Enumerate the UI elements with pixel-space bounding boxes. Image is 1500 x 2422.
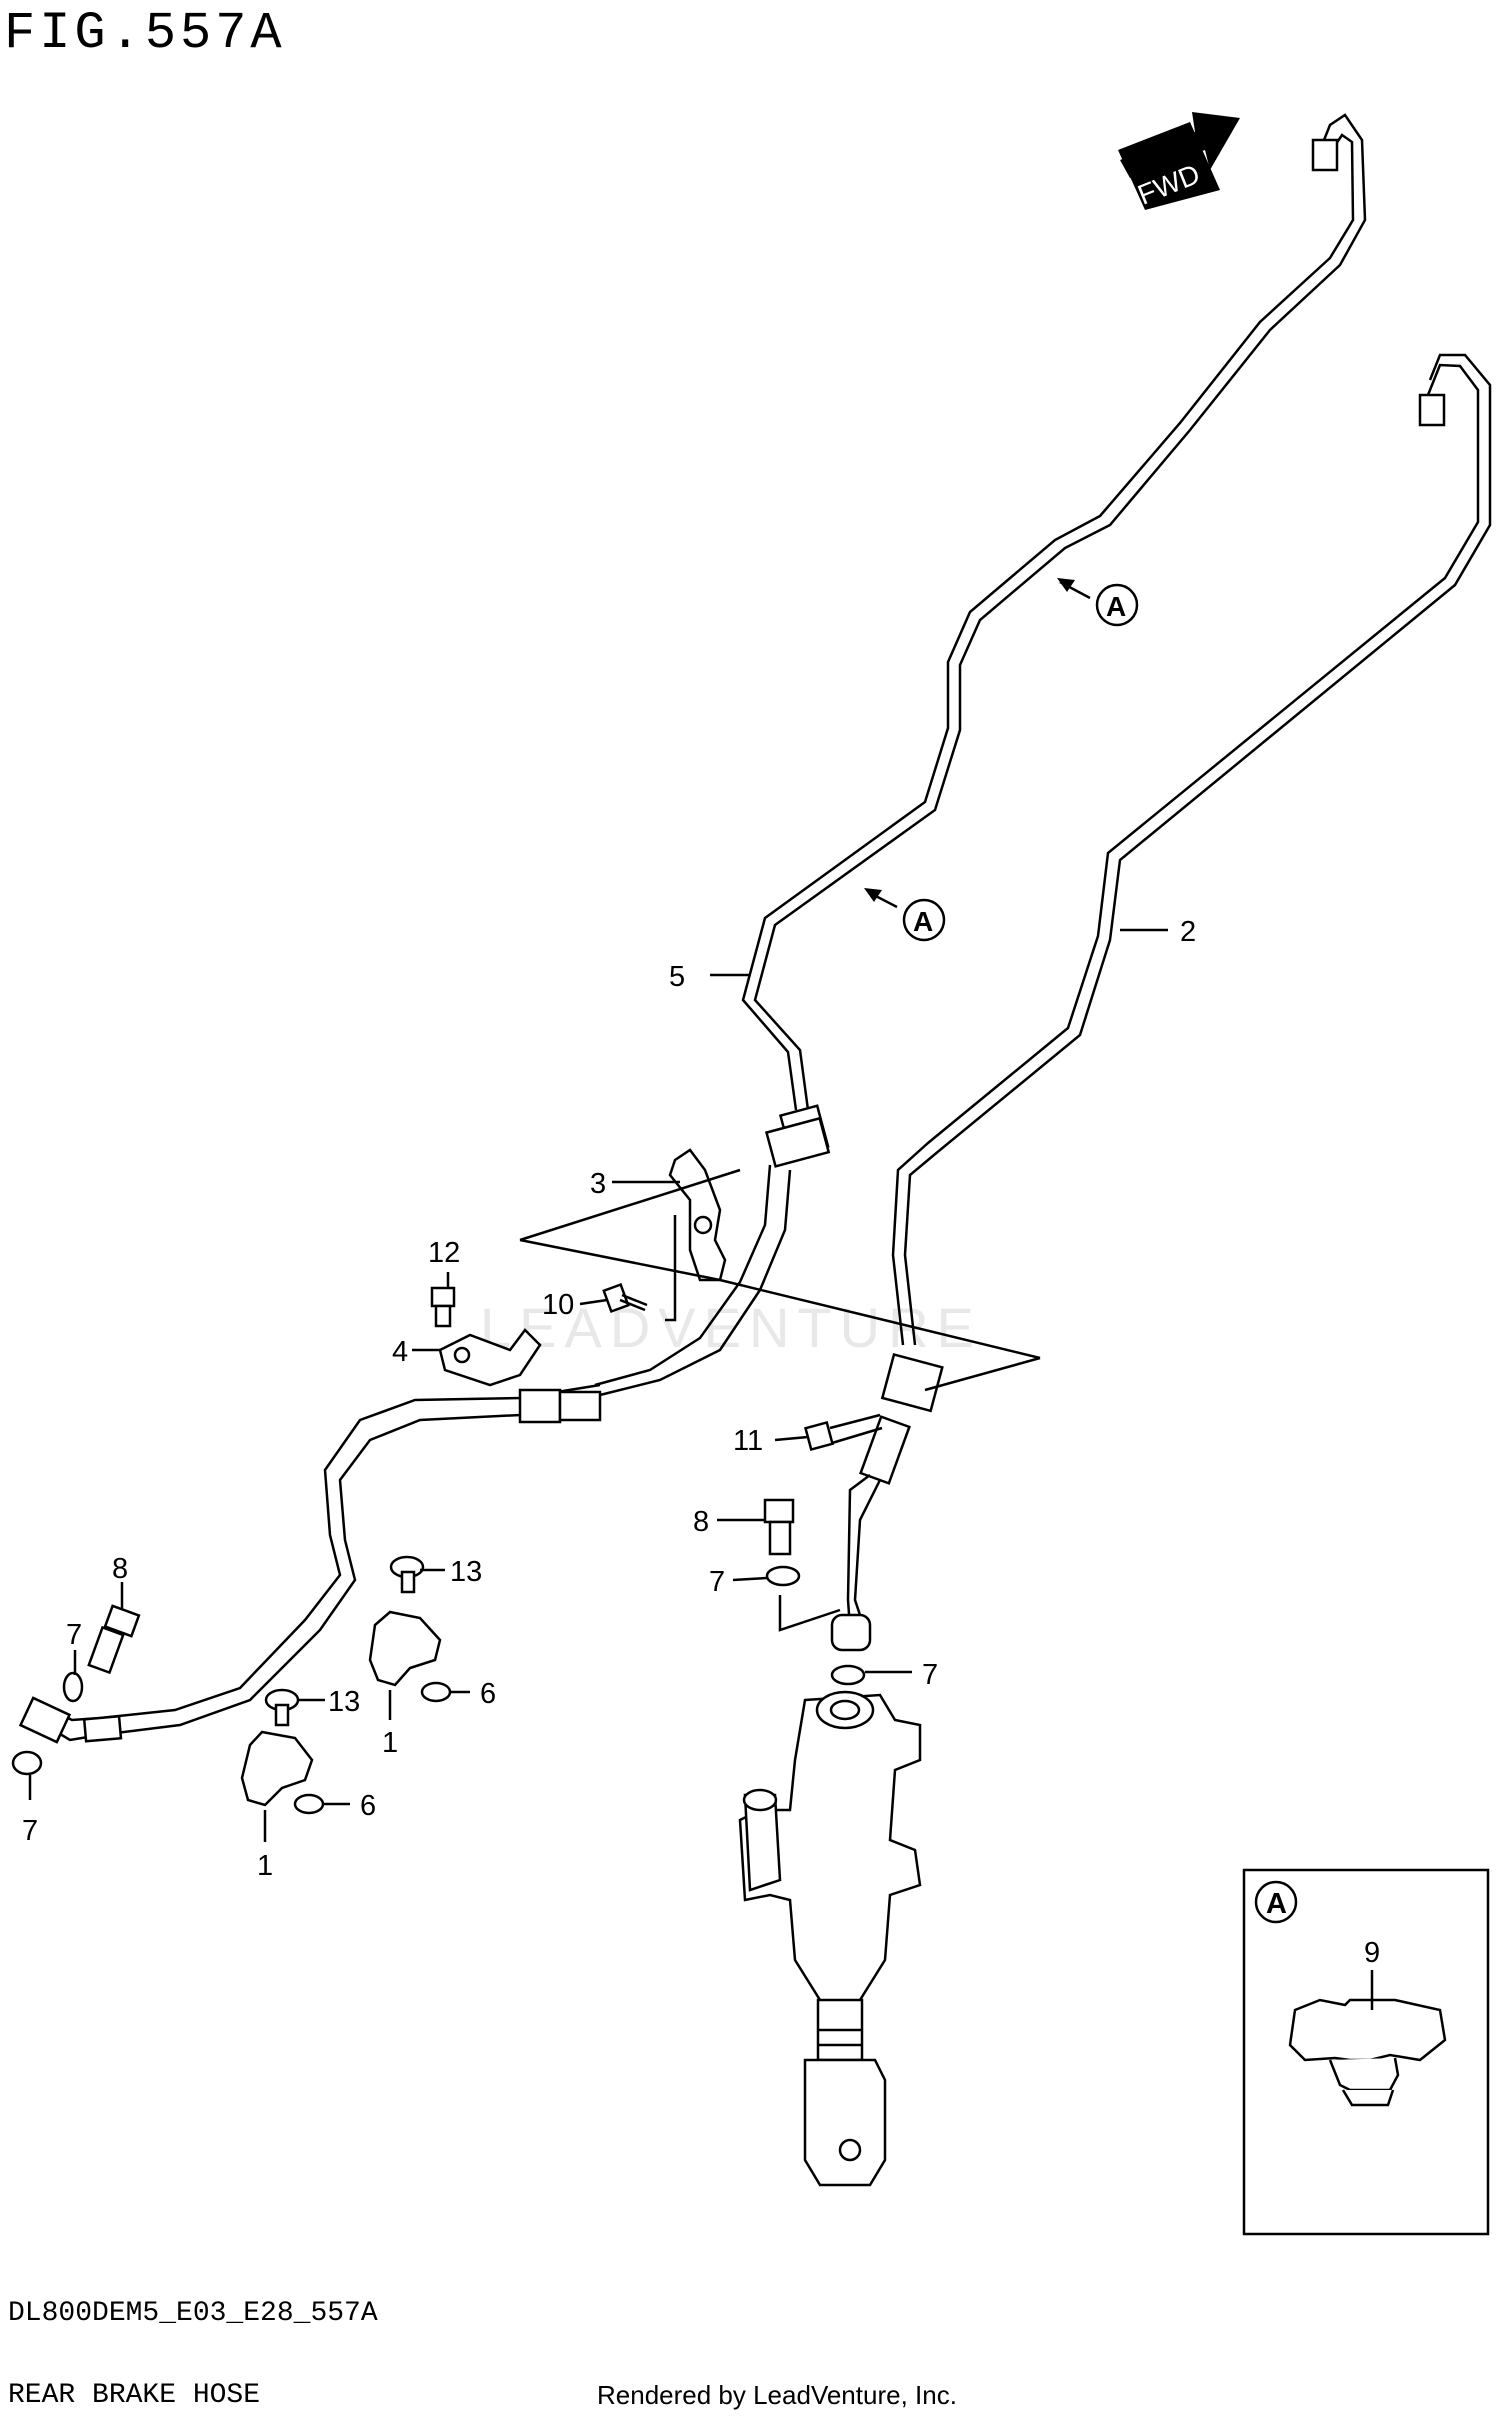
clamp-1 [368, 1610, 442, 1687]
screw-13 [264, 1688, 300, 1727]
callout-6: 6 [480, 1678, 496, 1710]
lower-hose-junction [830, 1352, 944, 1652]
section-name: REAR BRAKE HOSE [8, 2380, 261, 2411]
screw-13 [389, 1555, 425, 1594]
callout-13: 13 [450, 1556, 482, 1588]
bolt-12 [430, 1286, 456, 1328]
upper-hose-junction [594, 1104, 831, 1397]
detail-box-a: A [1242, 1868, 1490, 2236]
callout-5: 5 [669, 961, 685, 993]
callout-12: 12 [428, 1237, 460, 1269]
callout-13: 13 [328, 1686, 360, 1718]
brake-pipe-2 [891, 353, 1492, 1346]
leader-line [519, 1168, 741, 1242]
fwd-arrow: FWD [1118, 112, 1240, 211]
render-credit: Rendered by LeadVenture, Inc. [597, 2380, 957, 2410]
callout-2: 2 [1180, 916, 1196, 948]
brake-pipe-5 [741, 113, 1367, 1111]
washer-6 [420, 1681, 452, 1703]
bolt-11 [803, 1413, 883, 1452]
callout-1: 1 [382, 1727, 398, 1759]
bolt-10 [602, 1282, 648, 1314]
leader-line [579, 1298, 608, 1306]
washer-7 [11, 1750, 43, 1776]
clip-marker-label: A [913, 906, 933, 937]
washer-7 [765, 1565, 801, 1587]
bracket-3 [668, 1148, 727, 1282]
leader-line [732, 1576, 768, 1582]
bolt-8-union [763, 1498, 795, 1556]
callout-3: 3 [590, 1168, 606, 1200]
master-cylinder [738, 1690, 922, 2187]
callout-8: 8 [112, 1553, 128, 1585]
leader-line [924, 1356, 1041, 1392]
pipe-end-fitting [1311, 138, 1339, 172]
callout-8: 8 [693, 1506, 709, 1538]
washer-6 [293, 1793, 325, 1815]
callout-11: 11 [733, 1425, 763, 1457]
bracket-4 [438, 1328, 542, 1387]
callout-7: 7 [709, 1566, 725, 1598]
rear-brake-hose [18, 1383, 602, 1744]
washer-7 [830, 1664, 866, 1686]
figure-title: FIG.557A [4, 4, 286, 63]
leader-line [719, 1278, 1041, 1360]
leader-line [665, 1215, 677, 1322]
callout-9: 9 [1364, 1937, 1380, 1969]
leader-line [774, 1435, 809, 1442]
bolt-8-union [87, 1604, 141, 1675]
callout-7: 7 [66, 1619, 82, 1651]
pipe-end-fitting [1418, 393, 1446, 427]
leader-line [778, 1595, 841, 1632]
washer-7 [62, 1671, 84, 1703]
watermark-text: LEADVENTURE [480, 1296, 982, 1359]
callout-4: 4 [392, 1336, 408, 1368]
clip-marker-label: A [1106, 591, 1126, 622]
model-code: DL800DEM5_E03_E28_557A [8, 2298, 378, 2329]
callout-1: 1 [257, 1850, 273, 1882]
callout-7: 7 [922, 1659, 938, 1691]
callout-10: 10 [542, 1289, 574, 1321]
clip-marker-a: A [864, 888, 946, 942]
leader-line [519, 1238, 721, 1282]
clip-marker-a: A [1057, 578, 1139, 627]
callout-7: 7 [22, 1815, 38, 1847]
detail-marker-label: A [1266, 1888, 1287, 1920]
clamp-1 [240, 1730, 314, 1807]
callout-6: 6 [360, 1790, 376, 1822]
